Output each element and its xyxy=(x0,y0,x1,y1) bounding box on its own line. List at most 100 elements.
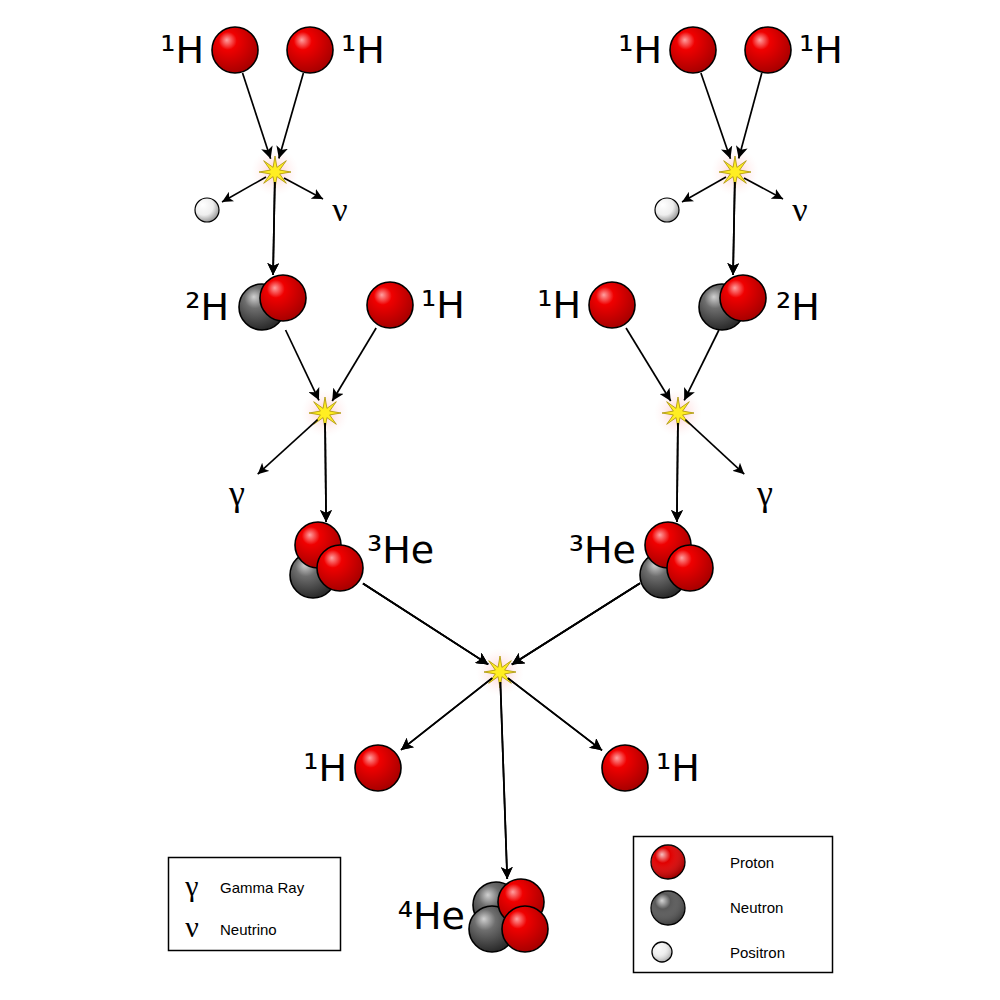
swatch-shine xyxy=(651,845,685,879)
reaction-arrow xyxy=(325,328,376,522)
isotope-label: ¹H xyxy=(618,31,662,69)
legend-swatch-color xyxy=(651,845,685,879)
isotope-label: ¹H xyxy=(656,749,700,787)
reaction-arrow xyxy=(733,73,762,275)
particle-symbol: γ xyxy=(757,475,773,511)
legend-swatch xyxy=(651,891,685,925)
legend-box xyxy=(634,837,833,973)
swatch-shine xyxy=(652,942,672,962)
particle-node: ¹H xyxy=(212,27,258,73)
particle-node: ²H xyxy=(699,275,766,330)
arrow-segment xyxy=(677,423,678,522)
legend-text: Neutron xyxy=(730,899,783,917)
nucleus-drawing xyxy=(640,522,713,598)
emission-arrow xyxy=(682,177,726,202)
reaction-arrow xyxy=(677,330,719,522)
legend-text: Positron xyxy=(730,944,785,962)
proton xyxy=(589,282,635,328)
arrow-segment xyxy=(512,583,640,664)
legend-swatch xyxy=(652,942,672,962)
particle-node: ³He xyxy=(290,522,363,598)
arrow-segment xyxy=(273,182,275,275)
legend-swatch xyxy=(651,845,685,879)
particle-symbol: ν xyxy=(792,193,807,227)
reaction-arrow xyxy=(701,73,735,275)
nucleus-drawing xyxy=(602,745,648,791)
isotope-label: ¹H xyxy=(160,31,204,69)
nucleus-drawing xyxy=(355,745,401,791)
particle-node: ¹H xyxy=(670,27,716,73)
proton xyxy=(287,27,333,73)
isotope-label: ¹H xyxy=(799,31,843,69)
isotope-label: ²H xyxy=(776,288,820,326)
proton xyxy=(260,275,306,321)
reaction-arrow xyxy=(508,583,640,750)
arrow-segment xyxy=(684,330,719,400)
nucleus-drawing xyxy=(589,282,635,328)
reaction-arrow xyxy=(363,584,602,751)
proton xyxy=(745,27,791,73)
arrow-segment xyxy=(626,328,671,401)
arrow-segment xyxy=(508,678,602,750)
arrow-segment xyxy=(512,583,640,664)
arrow-segment xyxy=(500,682,507,879)
particle-symbol: ν xyxy=(332,193,347,227)
isotope-label: ⁴He xyxy=(398,897,465,935)
legend-text: Proton xyxy=(730,854,774,872)
nucleus-drawing xyxy=(745,27,791,73)
nucleus-drawing xyxy=(212,27,258,73)
legend-box xyxy=(169,858,341,951)
isotope-label: ¹H xyxy=(341,31,385,69)
nucleus-drawing xyxy=(290,522,363,598)
nucleus-drawing xyxy=(670,27,716,73)
nucleus-drawing xyxy=(287,27,333,73)
nucleus-drawing xyxy=(699,275,766,330)
emission-arrow xyxy=(222,177,266,202)
arrow-segment xyxy=(286,330,319,400)
particle-node: ²H xyxy=(239,275,306,330)
arrow-segment xyxy=(733,182,735,275)
proton xyxy=(670,27,716,73)
legend-swatch-color xyxy=(652,942,672,962)
particle-node: ¹H xyxy=(367,282,413,328)
arrow-segment xyxy=(500,682,507,879)
proton xyxy=(212,27,258,73)
positron xyxy=(655,198,679,222)
arrow-segment xyxy=(325,423,326,522)
isotope-label: ²H xyxy=(185,288,229,326)
particle-symbol: γ xyxy=(185,871,198,901)
arrow-segment xyxy=(332,328,376,401)
particle-node: ³He xyxy=(640,522,713,598)
isotope-label: ³He xyxy=(569,531,636,569)
arrow-segment xyxy=(401,678,492,750)
isotope-label: ¹H xyxy=(421,286,465,324)
reaction-arrow xyxy=(626,328,678,522)
emission-arrow xyxy=(685,420,744,475)
isotope-label: ¹H xyxy=(537,286,581,324)
particle-node: ¹H xyxy=(355,745,401,791)
particle-node: ¹H xyxy=(287,27,333,73)
arrow-segment xyxy=(508,678,602,750)
nucleus-drawing xyxy=(239,275,306,330)
reaction-arrow xyxy=(273,73,303,275)
arrow-segment xyxy=(512,583,640,664)
nucleus-drawing xyxy=(469,879,548,952)
proton xyxy=(367,282,413,328)
emission-arrow xyxy=(744,178,783,199)
legend-text: Neutrino xyxy=(220,921,277,939)
arrow-segment xyxy=(243,73,271,159)
arrow-segment xyxy=(401,678,492,750)
arrow-segment xyxy=(363,584,488,665)
swatch-shine xyxy=(651,891,685,925)
particle-symbol: γ xyxy=(229,475,245,511)
emission-arrow xyxy=(258,420,318,475)
emission-arrow xyxy=(284,178,323,199)
arrow-segment xyxy=(701,73,731,159)
isotope-label: ³He xyxy=(367,531,434,569)
reaction-arrow xyxy=(286,330,327,522)
legend-swatch-color xyxy=(651,891,685,925)
particle-symbol: ν xyxy=(185,912,199,942)
